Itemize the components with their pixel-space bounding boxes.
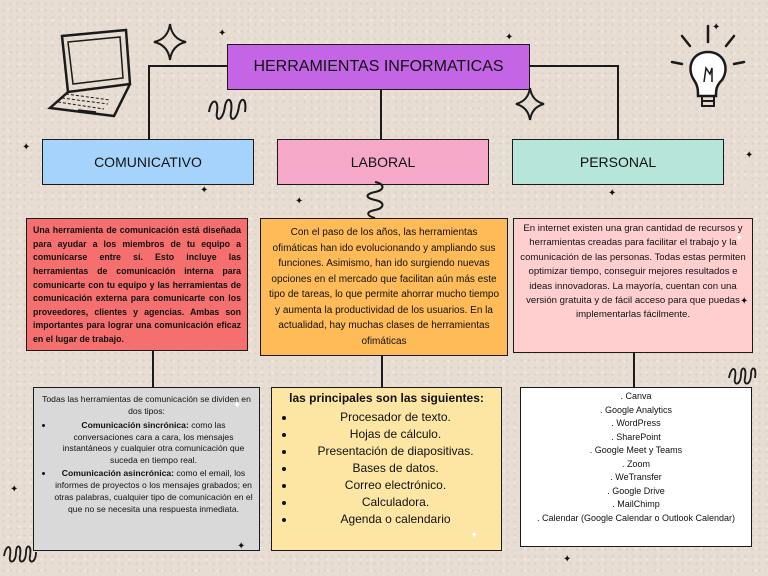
star-icon: ✦ — [608, 188, 617, 199]
star-icon: ✦ — [233, 400, 242, 411]
list-item: Comunicación sincrónica: como las conver… — [54, 420, 253, 467]
connector-line — [617, 65, 619, 140]
list-item: . SharePoint — [611, 431, 661, 442]
star-icon: ✦ — [505, 32, 514, 43]
description-laboral: Con el paso de los años, las herramienta… — [260, 218, 508, 356]
list-intro: Todas las herramientas de comunicación s… — [42, 394, 251, 416]
star-icon: ✦ — [200, 185, 209, 196]
list-personal: . Canva . Google Analytics . WordPress .… — [520, 387, 752, 547]
connector-line — [380, 89, 382, 140]
list-item: . Google Drive — [607, 485, 665, 496]
connector-line — [148, 65, 150, 140]
connector-line — [148, 65, 228, 67]
list-item: . WeTransfer — [610, 472, 662, 482]
sparkle-icon — [515, 87, 545, 121]
list-item: Comunicación asincrónica: como el email,… — [54, 468, 253, 515]
list-comunicativo: Todas las herramientas de comunicación s… — [33, 387, 260, 551]
squiggle-icon — [366, 181, 384, 219]
list-item: Procesador de texto. — [296, 409, 495, 426]
list-item: Correo electrónico. — [296, 477, 495, 494]
category-comunicativo: COMUNICATIVO — [42, 139, 254, 185]
list-laboral: las principales son las siguientes: Proc… — [271, 387, 502, 551]
list-item: Bases de datos. — [296, 460, 495, 477]
star-icon: ✦ — [22, 142, 31, 153]
connector-line — [633, 352, 635, 388]
laptop-icon — [47, 28, 132, 118]
list-item: . Google Analytics — [599, 404, 673, 415]
star-icon: ✦ — [237, 541, 246, 552]
list-item: . Zoom — [621, 458, 650, 469]
list-item: . Google Meet y Teams — [589, 445, 683, 455]
squiggle-icon — [3, 545, 37, 563]
category-laboral: LABORAL — [277, 139, 489, 185]
connector-line — [529, 65, 618, 67]
connector-line — [152, 350, 154, 388]
sparkle-icon — [153, 23, 187, 61]
description-personal: En internet existen una gran cantidad de… — [513, 218, 753, 353]
list-item: . WordPress — [611, 418, 661, 428]
star-icon: ✦ — [563, 554, 572, 565]
lightbulb-icon — [670, 24, 746, 107]
list-item: Agenda o calendario — [296, 511, 495, 528]
list-item: . Calendar (Google Calendar o Outlook Ca… — [536, 512, 736, 523]
star-icon: ✦ — [10, 484, 19, 495]
star-icon: ✦ — [735, 233, 744, 244]
term-label: Comunicación sincrónica: — [81, 419, 189, 430]
list-item: . Canva — [620, 391, 652, 401]
category-personal: PERSONAL — [512, 139, 724, 185]
term-label: Comunicación asincrónica: — [61, 468, 175, 479]
star-icon: ✦ — [712, 22, 721, 33]
star-icon: ✦ — [470, 530, 479, 541]
term-text: como el email, los informes de proyectos… — [54, 468, 253, 514]
list-item: Presentación de diapositivas. — [296, 443, 495, 460]
star-icon: ✦ — [740, 296, 749, 307]
main-title: HERRAMIENTAS INFORMATICAS — [227, 44, 530, 90]
list-heading: las principales son las siguientes: — [289, 391, 484, 405]
star-icon: ✦ — [295, 196, 304, 207]
list-item: Hojas de cálculo. — [296, 426, 495, 443]
term-text: como las conversaciones cara a cara, los… — [62, 419, 245, 466]
list-item: Calculadora. — [296, 494, 495, 511]
squiggle-icon — [728, 367, 757, 385]
connector-line — [381, 355, 383, 388]
star-icon: ✦ — [218, 28, 227, 39]
list-item: . MailChimp — [612, 499, 660, 509]
description-comunicativo: Una herramienta de comunicación está dis… — [26, 218, 248, 351]
star-icon: ✦ — [745, 150, 754, 161]
squiggle-icon — [208, 98, 247, 120]
